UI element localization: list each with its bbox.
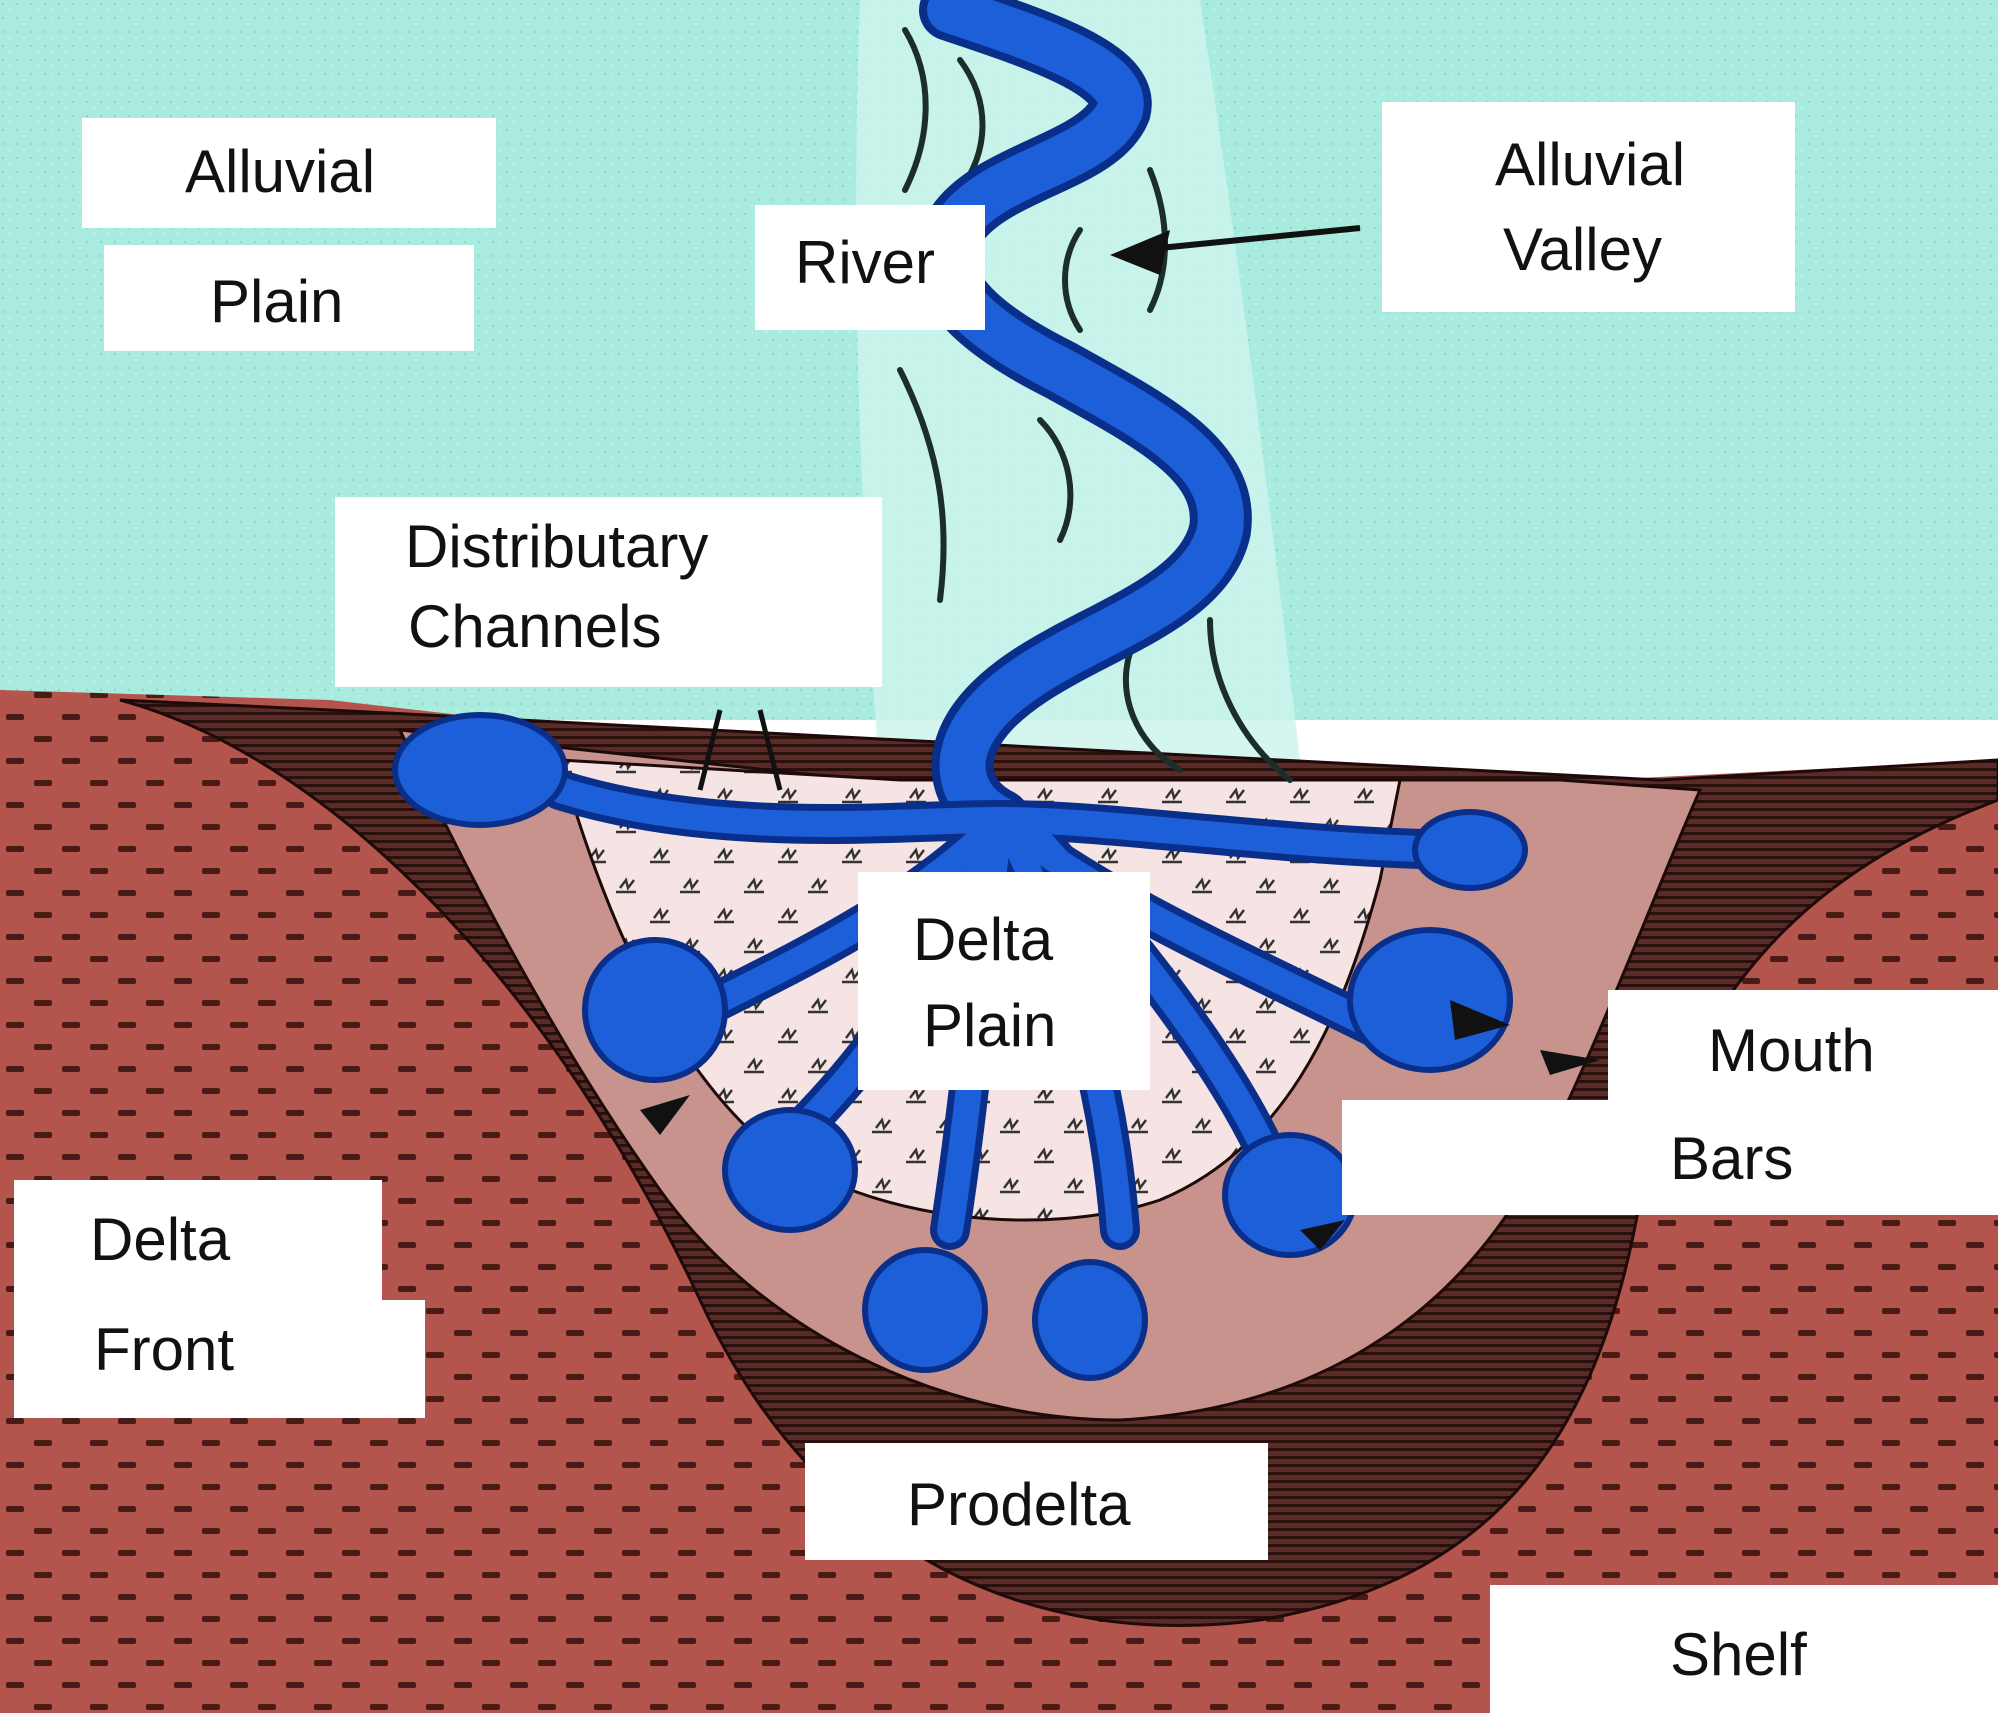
alluvial-valley-label-line1: Alluvial [1495,131,1686,198]
distributary-channels-label-box [335,497,882,687]
shelf-label: Shelf [1670,1621,1807,1688]
delta-front-label-line2: Front [94,1316,235,1383]
delta-front-label-box-2 [14,1300,425,1418]
mouth-bars-label-line2: Bars [1670,1125,1794,1192]
river-label: River [795,229,936,296]
mouth-bars-label-line1: Mouth [1708,1017,1875,1084]
mouth-bars-label-box-2 [1342,1100,1998,1215]
alluvial-valley-label-box [1382,102,1795,312]
delta-plain-label-line1: Delta [913,906,1054,973]
mouth-bars-label-box-1 [1608,990,1998,1100]
mouth-bar-bulb [862,1247,988,1373]
alluvial-valley-label-line2: Valley [1503,216,1662,283]
distributary-channels-label-line1: Distributary [405,513,709,580]
alluvial-plain-label-box-2 [104,245,474,351]
distributary-pointer-lines [697,709,783,791]
distributary-channels-label-line2: Channels [408,593,662,660]
prodelta-label: Prodelta [907,1471,1131,1538]
mouth-bar-bulb [1032,1259,1148,1381]
mouth-bar-bulb [722,1107,858,1233]
mouth-bar-bulbs [392,712,1528,1381]
mouth-bar-bulb [1347,927,1513,1073]
delta-plain-label-box [858,872,1150,1090]
delta-plain-label-line2: Plain [923,992,1057,1059]
mouth-bar-bulb [392,712,568,828]
alluvial-plain-label-line2: Plain [210,268,344,335]
delta-front-label-line1: Delta [90,1206,231,1273]
mouth-bar-bulb [1222,1132,1358,1258]
mouth-bar-bulb [582,937,728,1083]
alluvial-plain-label-box-1 [82,118,496,228]
pointer-wedges [640,1000,1600,1250]
valley-pointer-arrow [1110,225,1361,275]
prodelta-label-box [805,1443,1268,1560]
mouth-bar-bulb [1412,809,1528,891]
river-label-box [755,205,985,330]
delta-front-label-box-1 [14,1180,382,1300]
alluvial-plain-label-line1: Alluvial [185,138,376,205]
river-channel-fill [921,0,1244,843]
shelf-label-box [1490,1585,1998,1713]
